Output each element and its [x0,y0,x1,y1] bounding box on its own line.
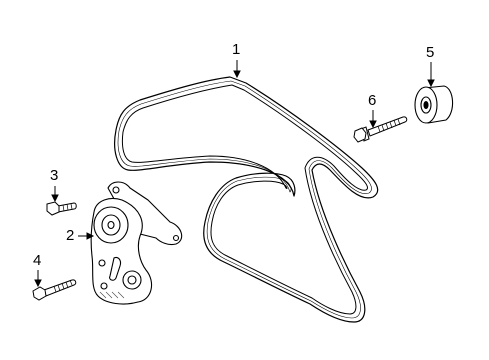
arrowhead-6 [369,120,377,129]
idler-pulley-bolt [353,116,408,143]
belt-tensioner [90,181,183,305]
belt-rib [117,80,372,319]
callout-2: 2 [66,227,75,244]
tensioner-bracket [107,181,183,246]
bracket-mount-hole [112,186,120,194]
bolt-3-shank [57,202,77,213]
tensioner-pulley-bore [107,220,115,230]
bolt-4-shank [43,279,77,297]
arrowhead-1 [233,70,241,79]
tensioner-bolt-lower [32,279,77,301]
bolt-3-head [46,201,60,216]
arrowhead-4 [34,279,42,288]
tensioner-slot [109,256,122,281]
callout-1: 1 [232,41,241,58]
tensioner-base-hatch [99,291,125,299]
belt-outer-edge [114,76,379,323]
callout-3: 3 [50,167,59,184]
bolt-6-thread [377,118,401,133]
arrowhead-5 [427,79,435,88]
tensioner-bolt-upper [46,201,77,216]
serpentine-belt [114,76,379,323]
tensioner-small-hole [98,259,106,267]
bolt-3-thread [62,203,73,212]
arrowhead-2 [86,232,95,240]
callout-6: 6 [368,92,377,109]
belt-inner-edge [121,84,369,315]
bolt-4-thread [53,279,73,293]
idler-pulley [414,85,454,124]
callout-4: 4 [33,252,42,269]
bracket-ear-hole [172,234,180,242]
arrowhead-3 [51,194,59,203]
leader-lines [34,60,435,288]
bolt-4-head [32,286,47,301]
bolt-6-head [353,127,367,143]
tensioner-base-hole [100,282,108,290]
tensioner-lower-pivot-bore [127,275,137,285]
pulley-bore [423,100,429,110]
callout-5: 5 [426,44,435,61]
